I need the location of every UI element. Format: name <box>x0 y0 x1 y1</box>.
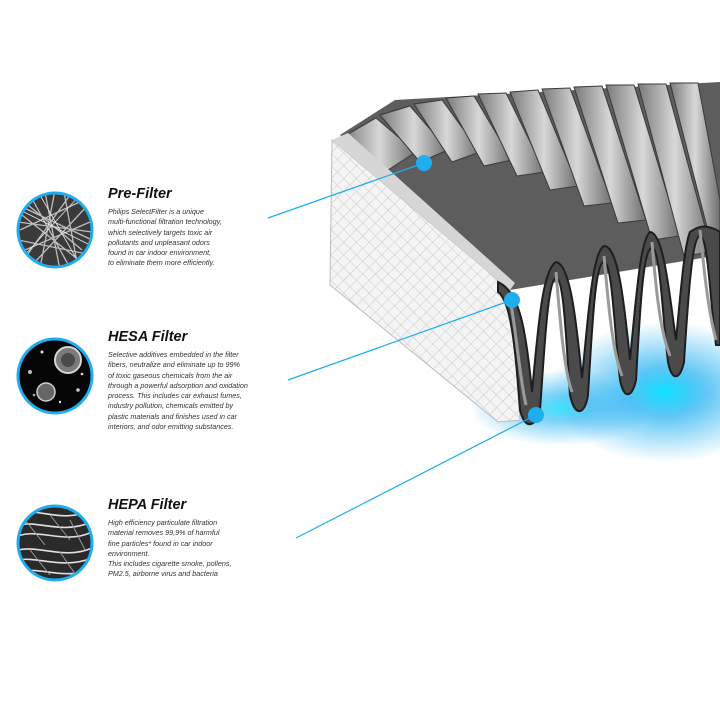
pre-filter-info: Pre-Filter Philips SelectFilter is a uni… <box>108 186 288 269</box>
fiber-mesh-icon <box>16 191 94 269</box>
description-line: PM2.5, airborne virus and bacteria <box>108 569 218 579</box>
callout-lines <box>267 162 537 539</box>
description-line: pollutants and unpleasant odors <box>108 237 210 247</box>
description-line: industry pollution, chemicals emitted by <box>108 401 234 411</box>
description-line: found in car indoor environment, <box>108 248 212 258</box>
hesa-filter-description: Selective additives embedded in the filt… <box>108 350 288 432</box>
hesa-filter-callout-line <box>287 299 513 381</box>
pleated-filter-top <box>340 82 720 290</box>
filter-side-panel <box>329 133 521 423</box>
description-line: to eliminate them more efficiently. <box>108 258 215 268</box>
hepa-filter-info: HEPA Filter High efficiency particulate … <box>108 497 288 580</box>
description-line: process. This includes car exhaust fumes… <box>108 391 242 401</box>
description-line: Selective additives embedded in the filt… <box>108 350 239 359</box>
pre-filter-marker-dot <box>416 155 432 171</box>
hepa-filter-marker-dot <box>528 407 544 423</box>
description-line: through a powerful adsorption and oxidat… <box>108 380 248 390</box>
hesa-filter-marker-dot <box>504 292 520 308</box>
hepa-filter-title: HEPA Filter <box>108 497 187 513</box>
hesa-filter-info: HESA Filter Selective additives embedded… <box>108 329 288 432</box>
hepa-filter-description: High efficiency particulate filtration m… <box>108 518 288 580</box>
hepa-filter-callout-line <box>295 414 537 539</box>
pre-filter-title: Pre-Filter <box>108 186 172 202</box>
description-line: environment. <box>108 548 150 558</box>
pre-filter-description: Philips SelectFilter is a unique multi-f… <box>108 207 288 269</box>
description-line: fine particles* found in car indoor <box>108 538 213 548</box>
pre-filter-callout-line <box>267 162 425 219</box>
description-line: multi-functional filtration technology, <box>108 217 222 227</box>
hepa-fiber-layer-icon <box>16 504 94 582</box>
description-line: material removes 99,9% of harmful <box>108 528 220 538</box>
description-line: of toxic gaseous chemicals from the air <box>108 370 233 380</box>
description-line: High efficiency particulate filtration <box>108 518 218 527</box>
adsorbent-particle-icon <box>16 337 94 415</box>
description-line: which selectively targets toxic air <box>108 227 213 237</box>
filter-end-pleats <box>497 225 720 426</box>
description-line: plastic materials and finishes used in c… <box>108 411 238 421</box>
description-line: This includes cigarette smoke, pollens, <box>108 559 232 569</box>
hesa-filter-title: HESA Filter <box>108 329 188 345</box>
description-line: Philips SelectFilter is a unique <box>108 207 204 216</box>
description-line: interiors, and odor emitting substances. <box>108 422 234 432</box>
description-line: fibers, neutralize and eliminate up to 9… <box>108 360 240 370</box>
